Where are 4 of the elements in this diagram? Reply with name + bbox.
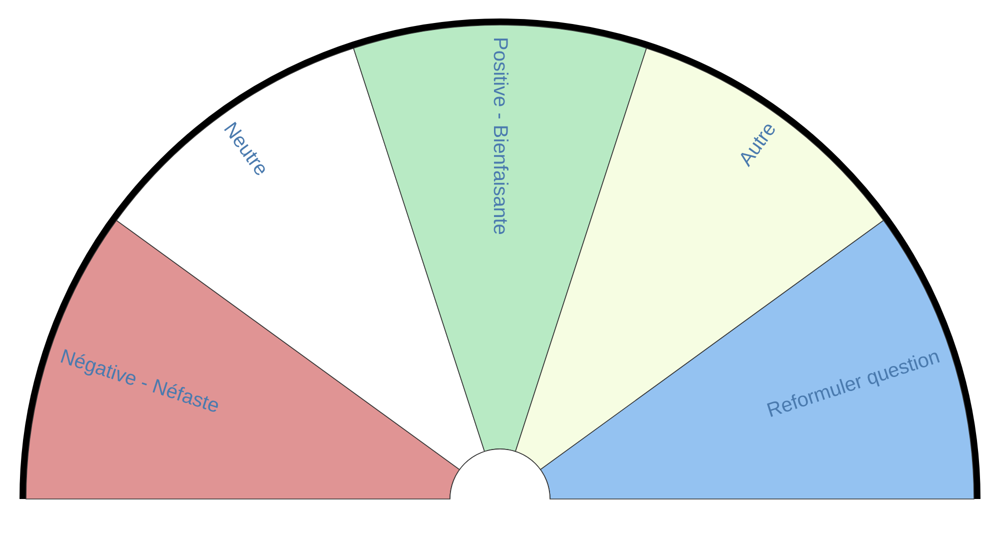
dial-sector bbox=[26, 220, 460, 499]
dial-sector bbox=[540, 220, 974, 499]
sector-label: Positive - Bienfaisante bbox=[488, 37, 512, 235]
dial-sector bbox=[353, 25, 647, 452]
